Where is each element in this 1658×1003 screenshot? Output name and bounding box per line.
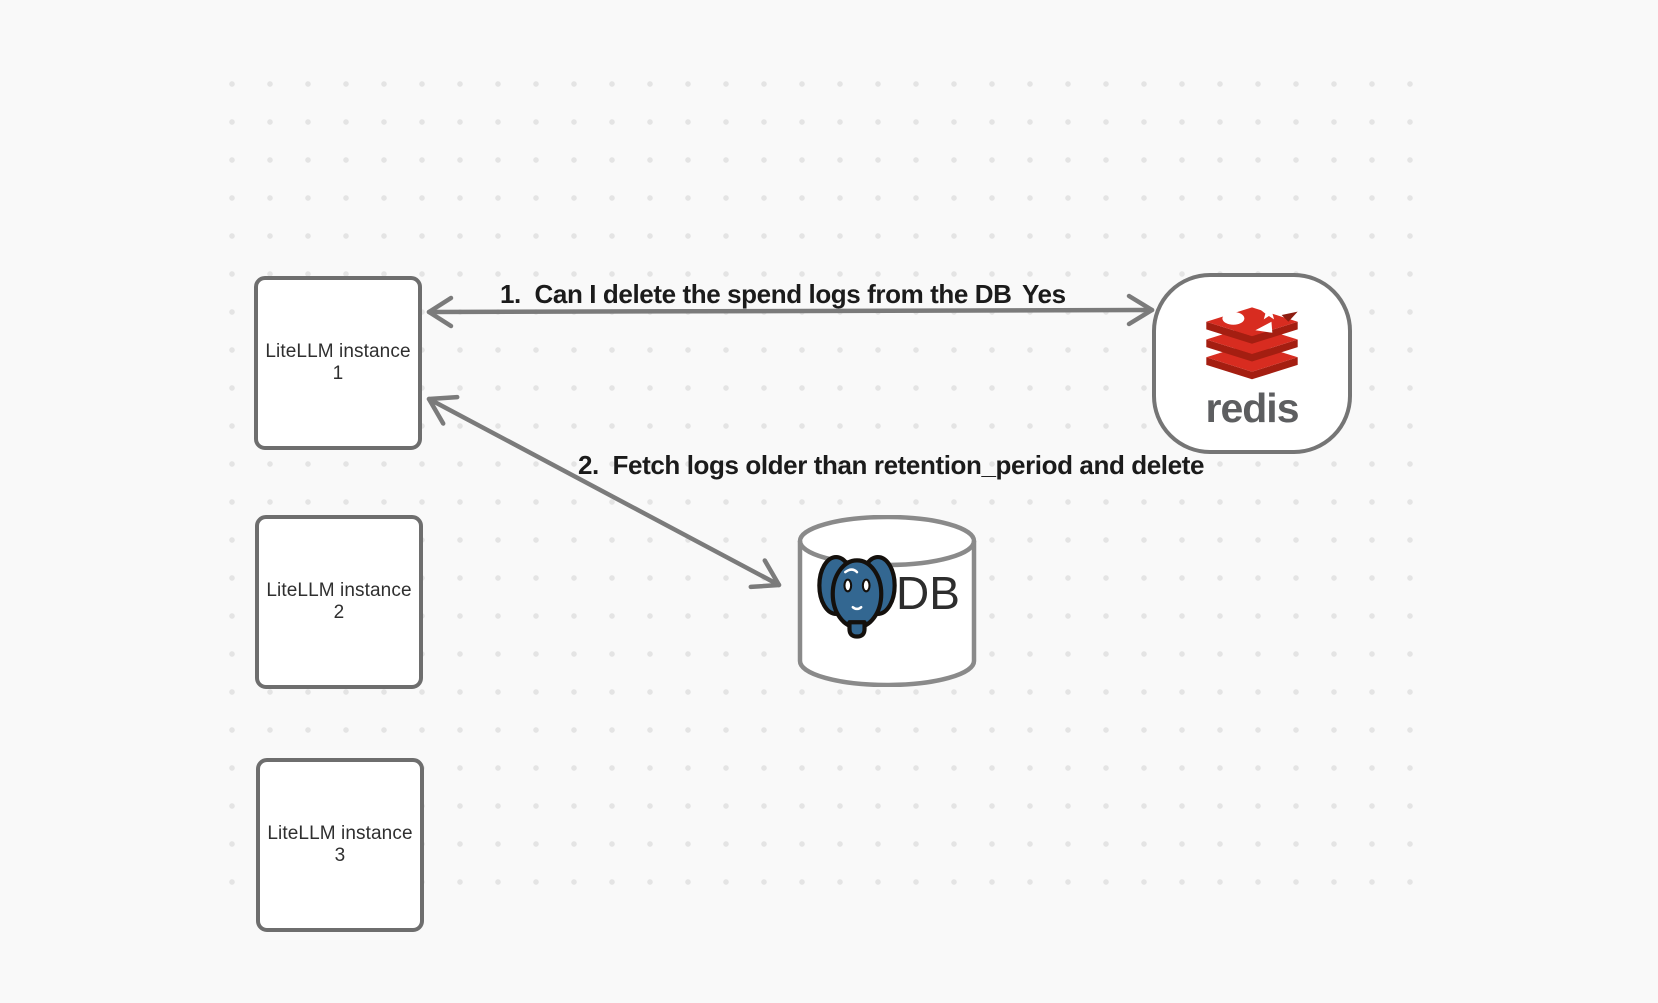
postgresql-elephant-icon <box>817 554 897 639</box>
node-label: LiteLLM instance 2 <box>266 580 412 623</box>
arrow2-label[interactable]: 2. Fetch logs older than retention_perio… <box>578 450 1205 480</box>
db-label: DB <box>896 567 960 619</box>
arrow-instance1-redis[interactable] <box>426 293 1155 329</box>
arrow1-answer-label[interactable]: Yes <box>1022 279 1066 309</box>
node-litellm-instance-3[interactable]: LiteLLM instance 3 <box>256 758 424 932</box>
node-label: LiteLLM instance 1 <box>265 341 411 384</box>
node-redis[interactable]: redis <box>1152 273 1352 454</box>
node-postgres-db[interactable]: DB <box>796 515 978 687</box>
arrow1-label[interactable]: 1. Can I delete the spend logs from the … <box>500 279 1012 309</box>
redis-logo-icon <box>1206 304 1298 380</box>
redis-wordmark: redis <box>1205 385 1300 431</box>
arrow-instance1-db[interactable] <box>426 394 782 590</box>
node-litellm-instance-1[interactable]: LiteLLM instance 1 <box>254 276 422 450</box>
node-label: LiteLLM instance 3 <box>267 823 413 866</box>
node-litellm-instance-2[interactable]: LiteLLM instance 2 <box>255 515 423 689</box>
